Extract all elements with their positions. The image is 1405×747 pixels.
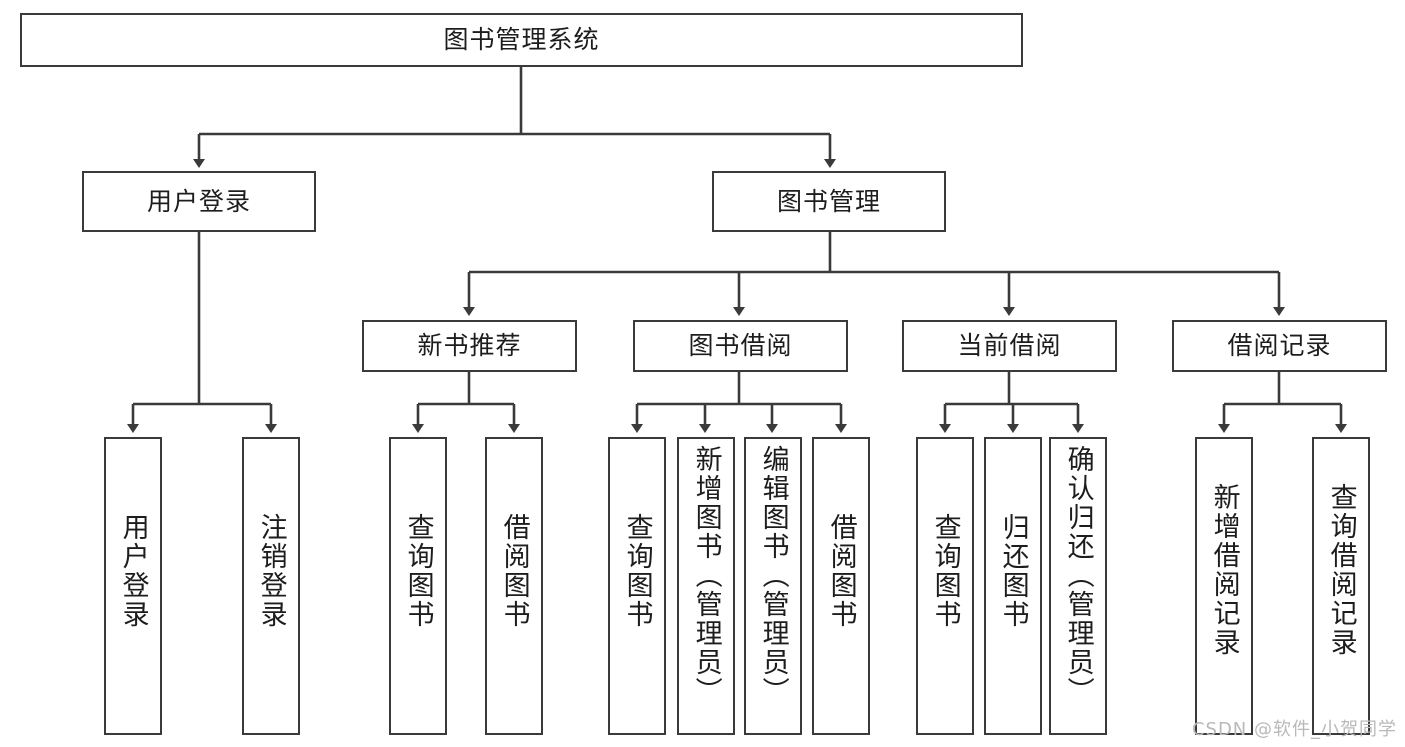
- leaf-borrow-record-add-label: 新增借阅记录: [1208, 483, 1240, 657]
- leaf-borrow-record-add[interactable]: 新增借阅记录: [1195, 437, 1253, 735]
- node-new-book-recommend[interactable]: 新书推荐: [362, 320, 577, 372]
- leaf-current-borrow-return-label: 归还图书: [997, 513, 1029, 629]
- leaf-user-login-signout[interactable]: 注销登录: [242, 437, 300, 735]
- leaf-book-borrow-edit-label: 编辑图书（管理员）: [757, 445, 789, 706]
- leaf-current-borrow-confirm-label: 确认归还（管理员）: [1062, 445, 1094, 706]
- leaf-user-login-signout-label: 注销登录: [255, 513, 287, 629]
- node-book-borrow[interactable]: 图书借阅: [633, 320, 848, 372]
- leaf-borrow-record-query[interactable]: 查询借阅记录: [1312, 437, 1370, 735]
- leaf-current-borrow-confirm[interactable]: 确认归还（管理员）: [1049, 437, 1107, 735]
- leaf-user-login-signin-label: 用户登录: [117, 513, 149, 629]
- leaf-book-borrow-borrow[interactable]: 借阅图书: [812, 437, 870, 735]
- node-current-borrow-label: 当前借阅: [957, 331, 1062, 361]
- leaf-new-book-query[interactable]: 查询图书: [389, 437, 447, 735]
- node-root-system[interactable]: 图书管理系统: [20, 13, 1023, 67]
- node-user-login-label: 用户登录: [146, 186, 251, 216]
- node-book-management[interactable]: 图书管理: [712, 171, 946, 232]
- leaf-book-borrow-add-label: 新增图书（管理员）: [690, 445, 722, 706]
- leaf-borrow-record-query-label: 查询借阅记录: [1325, 483, 1357, 657]
- leaf-book-borrow-query[interactable]: 查询图书: [608, 437, 666, 735]
- node-new-book-recommend-label: 新书推荐: [417, 331, 522, 361]
- leaf-current-borrow-query-label: 查询图书: [929, 513, 961, 629]
- watermark: CSDN @软件_小贺同学: [1191, 719, 1397, 740]
- node-root-system-label: 图书管理系统: [443, 25, 600, 55]
- leaf-book-borrow-query-label: 查询图书: [621, 513, 653, 629]
- leaf-user-login-signin[interactable]: 用户登录: [104, 437, 162, 735]
- node-book-management-label: 图书管理: [776, 186, 881, 216]
- leaf-book-borrow-borrow-label: 借阅图书: [825, 513, 857, 629]
- leaf-book-borrow-add[interactable]: 新增图书（管理员）: [677, 437, 735, 735]
- leaf-new-book-borrow[interactable]: 借阅图书: [485, 437, 543, 735]
- node-user-login[interactable]: 用户登录: [82, 171, 316, 232]
- leaf-current-borrow-return[interactable]: 归还图书: [984, 437, 1042, 735]
- leaf-new-book-query-label: 查询图书: [402, 513, 434, 629]
- node-book-borrow-label: 图书借阅: [688, 331, 793, 361]
- leaf-book-borrow-edit[interactable]: 编辑图书（管理员）: [744, 437, 802, 735]
- leaf-current-borrow-query[interactable]: 查询图书: [916, 437, 974, 735]
- leaf-new-book-borrow-label: 借阅图书: [498, 513, 530, 629]
- node-borrow-record-label: 借阅记录: [1227, 331, 1332, 361]
- node-current-borrow[interactable]: 当前借阅: [902, 320, 1117, 372]
- node-borrow-record[interactable]: 借阅记录: [1172, 320, 1387, 372]
